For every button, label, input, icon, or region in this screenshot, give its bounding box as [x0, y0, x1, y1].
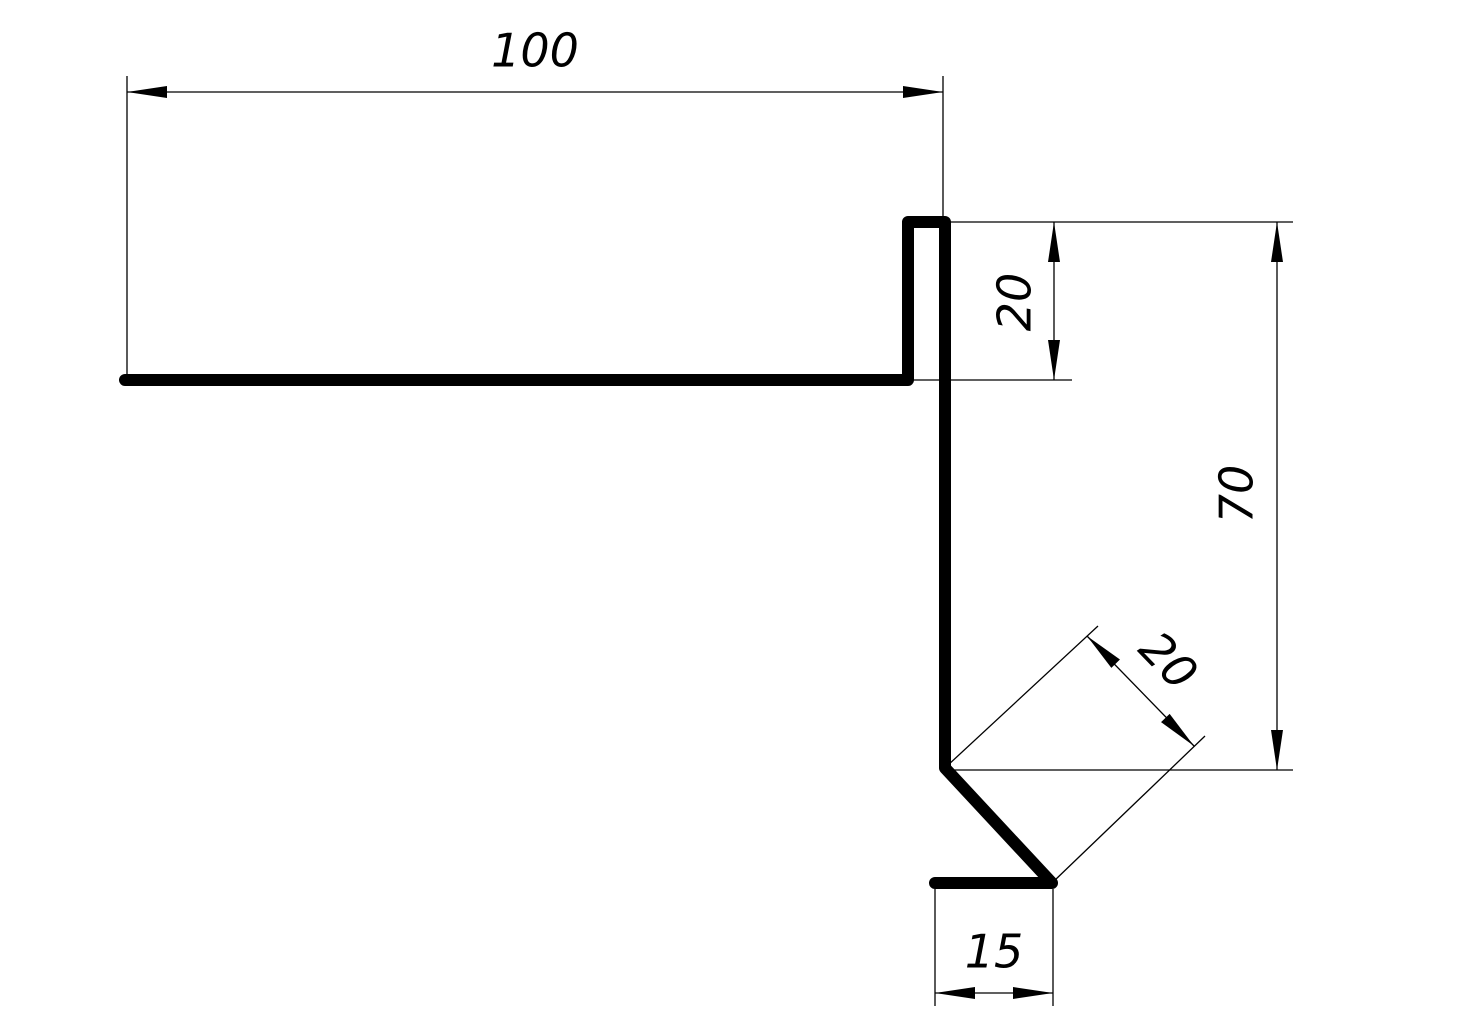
- dimension-label-total-height: 70: [1210, 465, 1264, 524]
- extension-line-lower: [1053, 735, 1206, 882]
- extension-line-upper: [946, 625, 1099, 767]
- arrow-right: [1013, 987, 1053, 999]
- arrow-left: [127, 86, 167, 98]
- arrow-left: [935, 987, 975, 999]
- dimension-label-fold-height: 20: [988, 273, 1042, 332]
- dimension-label-top-width: 100: [491, 24, 579, 78]
- dimension-label-bottom-flange: 15: [965, 925, 1024, 979]
- arrow-top: [1048, 222, 1060, 262]
- arrow-right: [903, 86, 943, 98]
- dimension-diagonal-drip: 20: [946, 621, 1209, 882]
- dimension-total-height: 70: [951, 222, 1293, 771]
- arrow-bottom: [1271, 730, 1283, 770]
- profile-outline: [119, 216, 1058, 889]
- arrow-top: [1271, 222, 1283, 262]
- dimension-label-diagonal-drip: 20: [1129, 621, 1209, 701]
- arrow-bottom: [1048, 340, 1060, 380]
- dimension-top-width: 100: [126, 24, 944, 374]
- dimension-bottom-flange: 15: [934, 889, 1054, 1006]
- dimension-fold-height: 20: [914, 221, 1293, 381]
- arrow-upper: [1087, 636, 1120, 668]
- arrow-lower: [1161, 713, 1194, 746]
